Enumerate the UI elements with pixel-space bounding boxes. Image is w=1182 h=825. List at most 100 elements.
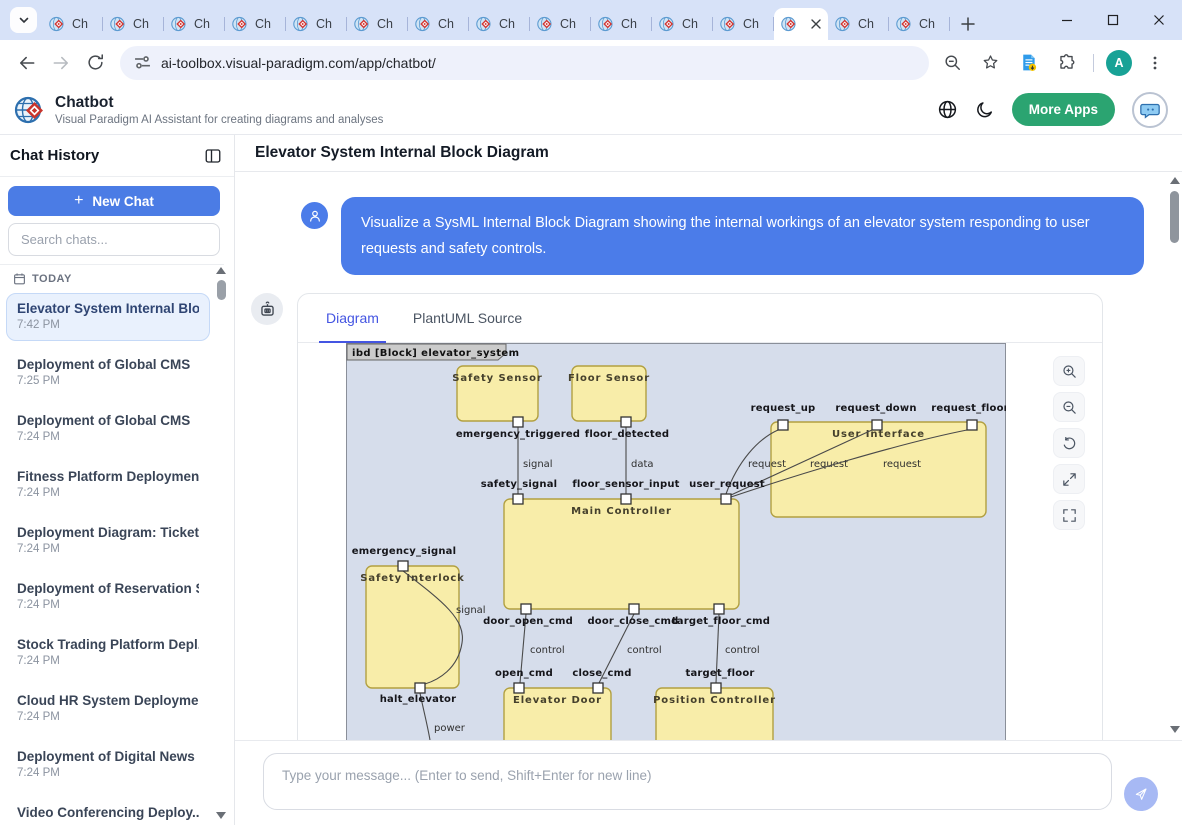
- browser-tab[interactable]: Ch: [225, 8, 286, 40]
- scroll-down-arrow-icon[interactable]: [216, 812, 226, 819]
- fullscreen-button[interactable]: [1053, 500, 1085, 530]
- forward-arrow-icon: [53, 56, 69, 69]
- visual-paradigm-favicon: [720, 16, 735, 32]
- browser-tab[interactable]: Ch: [103, 8, 164, 40]
- more-apps-button[interactable]: More Apps: [1011, 93, 1115, 126]
- assistant-bubble-button[interactable]: [1132, 91, 1168, 128]
- tab-search-chevron-button[interactable]: [10, 7, 37, 33]
- tab-diagram[interactable]: Diagram: [319, 294, 386, 343]
- browser-tab[interactable]: Ch: [347, 8, 408, 40]
- person-icon: [309, 210, 320, 222]
- window-maximize-button[interactable]: [1090, 0, 1136, 40]
- browser-tab[interactable]: Ch: [286, 8, 347, 40]
- browser-tab[interactable]: Ch: [591, 8, 652, 40]
- chat-history-item[interactable]: Deployment of Digital News ...7:24 PM: [6, 741, 210, 789]
- visual-paradigm-favicon: [598, 16, 613, 32]
- browser-toolbar: ai-toolbox.visual-paradigm.com/app/chatb…: [0, 40, 1182, 85]
- window-close-button[interactable]: [1136, 0, 1182, 40]
- diagram-connector-label: control: [627, 645, 662, 656]
- browser-tab[interactable]: Ch: [42, 8, 103, 40]
- browser-tab[interactable]: Ch: [530, 8, 591, 40]
- chat-history-item[interactable]: Elevator System Internal Bloc...7:42 PM: [6, 293, 210, 341]
- zoom-indicator-button[interactable]: [937, 48, 967, 78]
- browser-tab[interactable]: Ch: [408, 8, 469, 40]
- tab-label: Ch: [919, 17, 935, 31]
- reload-button[interactable]: [78, 46, 112, 80]
- chat-item-title: Deployment of Reservation S...: [17, 581, 199, 596]
- new-chat-button[interactable]: + New Chat: [8, 186, 220, 216]
- chat-history-item[interactable]: Stock Trading Platform Depl...7:24 PM: [6, 629, 210, 677]
- sidebar-divider: [0, 264, 224, 265]
- chat-item-time: 7:24 PM: [17, 767, 60, 779]
- scroll-up-arrow-icon[interactable]: [216, 267, 226, 274]
- diagram-connector-label: data: [631, 459, 654, 470]
- diagram-port-label: open_cmd: [495, 668, 553, 679]
- send-button[interactable]: [1124, 777, 1158, 811]
- app-header-actions: More Apps: [937, 91, 1168, 128]
- browser-tab[interactable]: Ch: [889, 8, 950, 40]
- back-button[interactable]: [10, 46, 44, 80]
- tab-label: Ch: [682, 17, 698, 31]
- chat-history-item[interactable]: Deployment of Reservation S...7:24 PM: [6, 573, 210, 621]
- browser-tab[interactable]: Ch: [713, 8, 774, 40]
- url-bar[interactable]: ai-toolbox.visual-paradigm.com/app/chatb…: [120, 45, 929, 80]
- browser-tab[interactable]: Ch: [469, 8, 530, 40]
- diagram-connector-label: power: [434, 723, 466, 734]
- diagram-connector: [419, 692, 431, 740]
- chat-scrollbar-thumb[interactable]: [1170, 191, 1179, 243]
- page-title: Elevator System Internal Block Diagram: [235, 135, 1182, 172]
- browser-tab-active[interactable]: [774, 8, 828, 40]
- diagram-port-label: request_floor: [931, 403, 1006, 414]
- zoom-in-button[interactable]: [1053, 356, 1085, 386]
- scroll-up-arrow-icon[interactable]: [1169, 177, 1180, 184]
- expand-button[interactable]: [1053, 464, 1085, 494]
- document-download-icon: [1022, 54, 1036, 71]
- chat-scroll-area: Visualize a SysML Internal Block Diagram…: [235, 172, 1182, 740]
- extensions-button[interactable]: [1051, 48, 1081, 78]
- chevron-down-icon: [19, 17, 28, 24]
- zoom-out-button[interactable]: [1053, 392, 1085, 422]
- diagram-port: [628, 603, 640, 615]
- tab-close-icon[interactable]: [811, 19, 821, 29]
- browser-tab[interactable]: Ch: [652, 8, 713, 40]
- diagram-port: [512, 493, 524, 505]
- profile-avatar[interactable]: A: [1106, 49, 1132, 76]
- search-chats-input[interactable]: [8, 223, 220, 256]
- new-tab-button[interactable]: [954, 10, 982, 38]
- browser-menu-button[interactable]: [1140, 48, 1170, 78]
- tab-label: Ch: [560, 17, 576, 31]
- chat-scrollbar[interactable]: [1168, 177, 1181, 737]
- browser-tab[interactable]: Ch: [828, 8, 889, 40]
- diagram-port-label: floor_detected: [585, 429, 669, 440]
- diagram-port-label: door_close_cmd: [587, 616, 678, 627]
- diagram-port: [414, 682, 426, 694]
- plus-icon: +: [74, 192, 84, 209]
- browser-tab[interactable]: Ch: [164, 8, 225, 40]
- diagram-connector-label: request: [810, 459, 848, 470]
- message-input[interactable]: [263, 753, 1112, 810]
- visual-paradigm-logo: [14, 96, 43, 123]
- diagram-port: [713, 603, 725, 615]
- chat-history-item[interactable]: Deployment Diagram: Ticket...7:24 PM: [6, 517, 210, 565]
- language-globe-icon[interactable]: [937, 99, 958, 120]
- dark-mode-moon-icon[interactable]: [975, 100, 995, 120]
- diagram-port: [520, 603, 532, 615]
- tab-plantuml-source[interactable]: PlantUML Source: [412, 310, 523, 326]
- reading-mode-extension-icon[interactable]: [1013, 48, 1043, 78]
- chat-item-time: 7:24 PM: [17, 543, 60, 555]
- sidebar-scrollbar[interactable]: [215, 267, 227, 823]
- scroll-down-arrow-icon[interactable]: [1169, 726, 1180, 733]
- sidebar-scrollbar-thumb[interactable]: [216, 280, 226, 300]
- app-header-titles: Chatbot Visual Paradigm AI Assistant for…: [55, 94, 383, 126]
- bookmark-button[interactable]: [975, 48, 1005, 78]
- collapse-panel-icon[interactable]: [204, 147, 222, 165]
- chat-history-item[interactable]: Video Conferencing Deploy...: [6, 797, 210, 825]
- forward-button[interactable]: [44, 46, 78, 80]
- window-minimize-button[interactable]: [1044, 0, 1090, 40]
- reset-view-button[interactable]: [1053, 428, 1085, 458]
